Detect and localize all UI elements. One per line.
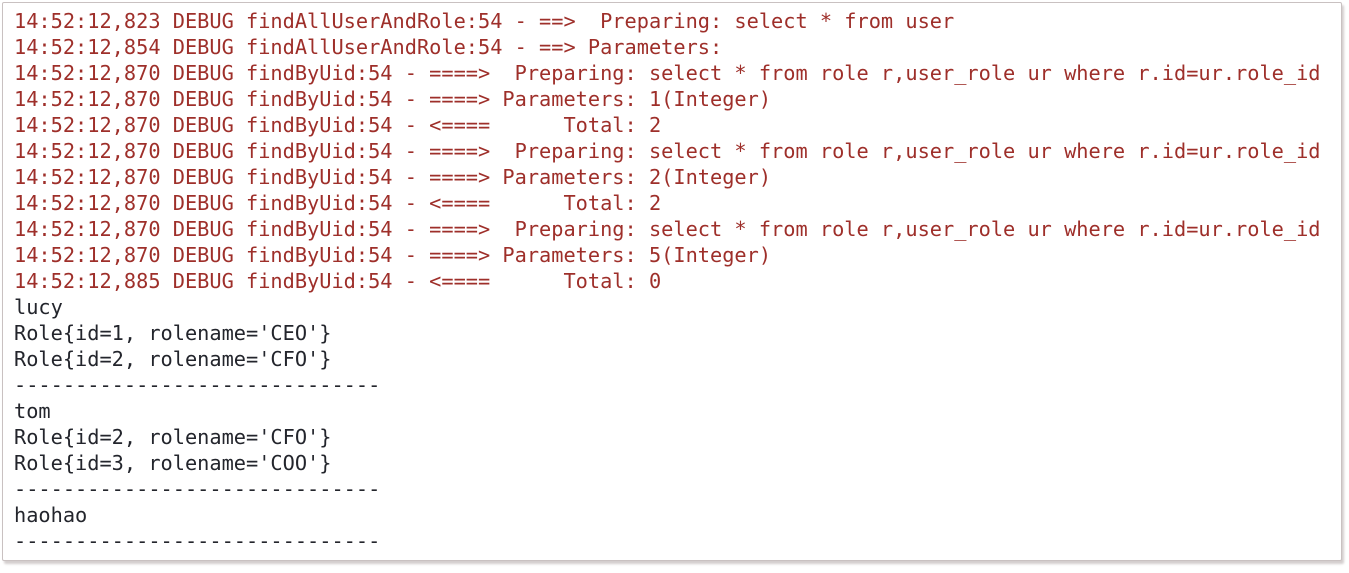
console-line-stdout: ------------------------------ <box>14 529 381 553</box>
console-line-log: 14:52:12,870 DEBUG findByUid:54 - <==== … <box>14 113 662 137</box>
console-line-stdout: Role{id=3, rolename='COO'} <box>14 451 332 475</box>
console-line-log: 14:52:12,823 DEBUG findAllUserAndRole:54… <box>14 9 967 33</box>
console-line-log: 14:52:12,870 DEBUG findByUid:54 - ====> … <box>14 243 772 267</box>
console-line-log: 14:52:12,885 DEBUG findByUid:54 - <==== … <box>14 269 662 293</box>
console-line-log: 14:52:12,870 DEBUG findByUid:54 - ====> … <box>14 217 1321 241</box>
console-line-stdout: ------------------------------ <box>14 477 381 501</box>
console-line-log: 14:52:12,870 DEBUG findByUid:54 - ====> … <box>14 165 772 189</box>
console-line-stdout: tom <box>14 399 51 423</box>
console-line-stdout: Role{id=2, rolename='CFO'} <box>14 347 332 371</box>
console-line-log: 14:52:12,870 DEBUG findByUid:54 - ====> … <box>14 61 1321 85</box>
console-line-log: 14:52:12,870 DEBUG findByUid:54 - ====> … <box>14 139 1321 163</box>
console-line-stdout: lucy <box>14 295 63 319</box>
console-line-stdout: Role{id=2, rolename='CFO'} <box>14 425 332 449</box>
console-output: 14:52:12,823 DEBUG findAllUserAndRole:54… <box>3 3 1341 554</box>
console-line-stdout: Role{id=1, rolename='CEO'} <box>14 321 332 345</box>
console-line-stdout: ------------------------------ <box>14 373 381 397</box>
console-line-log: 14:52:12,854 DEBUG findAllUserAndRole:54… <box>14 35 735 59</box>
console-line-log: 14:52:12,870 DEBUG findByUid:54 - <==== … <box>14 191 662 215</box>
console-line-log: 14:52:12,870 DEBUG findByUid:54 - ====> … <box>14 87 772 111</box>
console-line-stdout: haohao <box>14 503 88 527</box>
console-panel[interactable]: 14:52:12,823 DEBUG findAllUserAndRole:54… <box>2 2 1342 561</box>
